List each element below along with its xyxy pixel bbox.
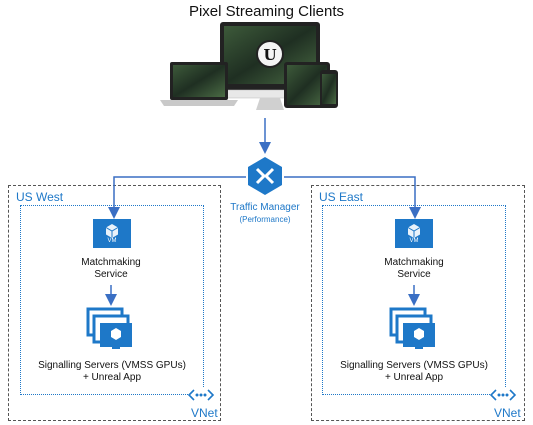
svg-text:U: U xyxy=(263,46,276,64)
vnet-label-us-east: VNet xyxy=(494,406,521,420)
arrow-tm-to-east xyxy=(284,176,421,219)
vnet-us-east xyxy=(322,205,506,395)
vnet-us-west xyxy=(20,205,204,395)
vmss-icon xyxy=(389,307,435,349)
traffic-manager-sublabel: (Performance) xyxy=(239,215,291,224)
diagram-title: Pixel Streaming Clients xyxy=(188,3,345,20)
matchmaking-label-line2: Service xyxy=(397,269,431,280)
signalling-label-line1: Signalling Servers (VMSS GPUs) xyxy=(340,360,488,371)
region-us-east xyxy=(311,185,525,421)
signalling-label-line2: + Unreal App xyxy=(384,372,444,383)
matchmaking-label-line1: Matchmaking xyxy=(384,257,444,268)
signalling-label-line1: Signalling Servers (VMSS GPUs) xyxy=(38,360,186,371)
vmss-icon xyxy=(86,307,132,349)
region-label-us-east: US East xyxy=(317,190,366,204)
matchmaking-label-line1: Matchmaking xyxy=(81,257,141,268)
vm-badge: VM xyxy=(107,238,117,244)
traffic-manager-icon xyxy=(248,157,282,195)
vm-icon: VM xyxy=(93,219,131,248)
signalling-label-line2: + Unreal App xyxy=(82,372,142,383)
arrow-tm-to-west xyxy=(108,176,246,219)
vnet-icon xyxy=(489,388,517,402)
vnet-icon xyxy=(187,388,215,402)
vm-badge: VM xyxy=(409,238,419,244)
region-label-us-west: US West xyxy=(14,190,66,204)
vm-icon: VM xyxy=(395,219,433,248)
traffic-manager-label: Traffic Manager xyxy=(230,202,300,213)
matchmaking-label-line2: Service xyxy=(94,269,128,280)
vnet-label-us-west: VNet xyxy=(191,406,218,420)
devices-icon: U xyxy=(160,22,338,110)
